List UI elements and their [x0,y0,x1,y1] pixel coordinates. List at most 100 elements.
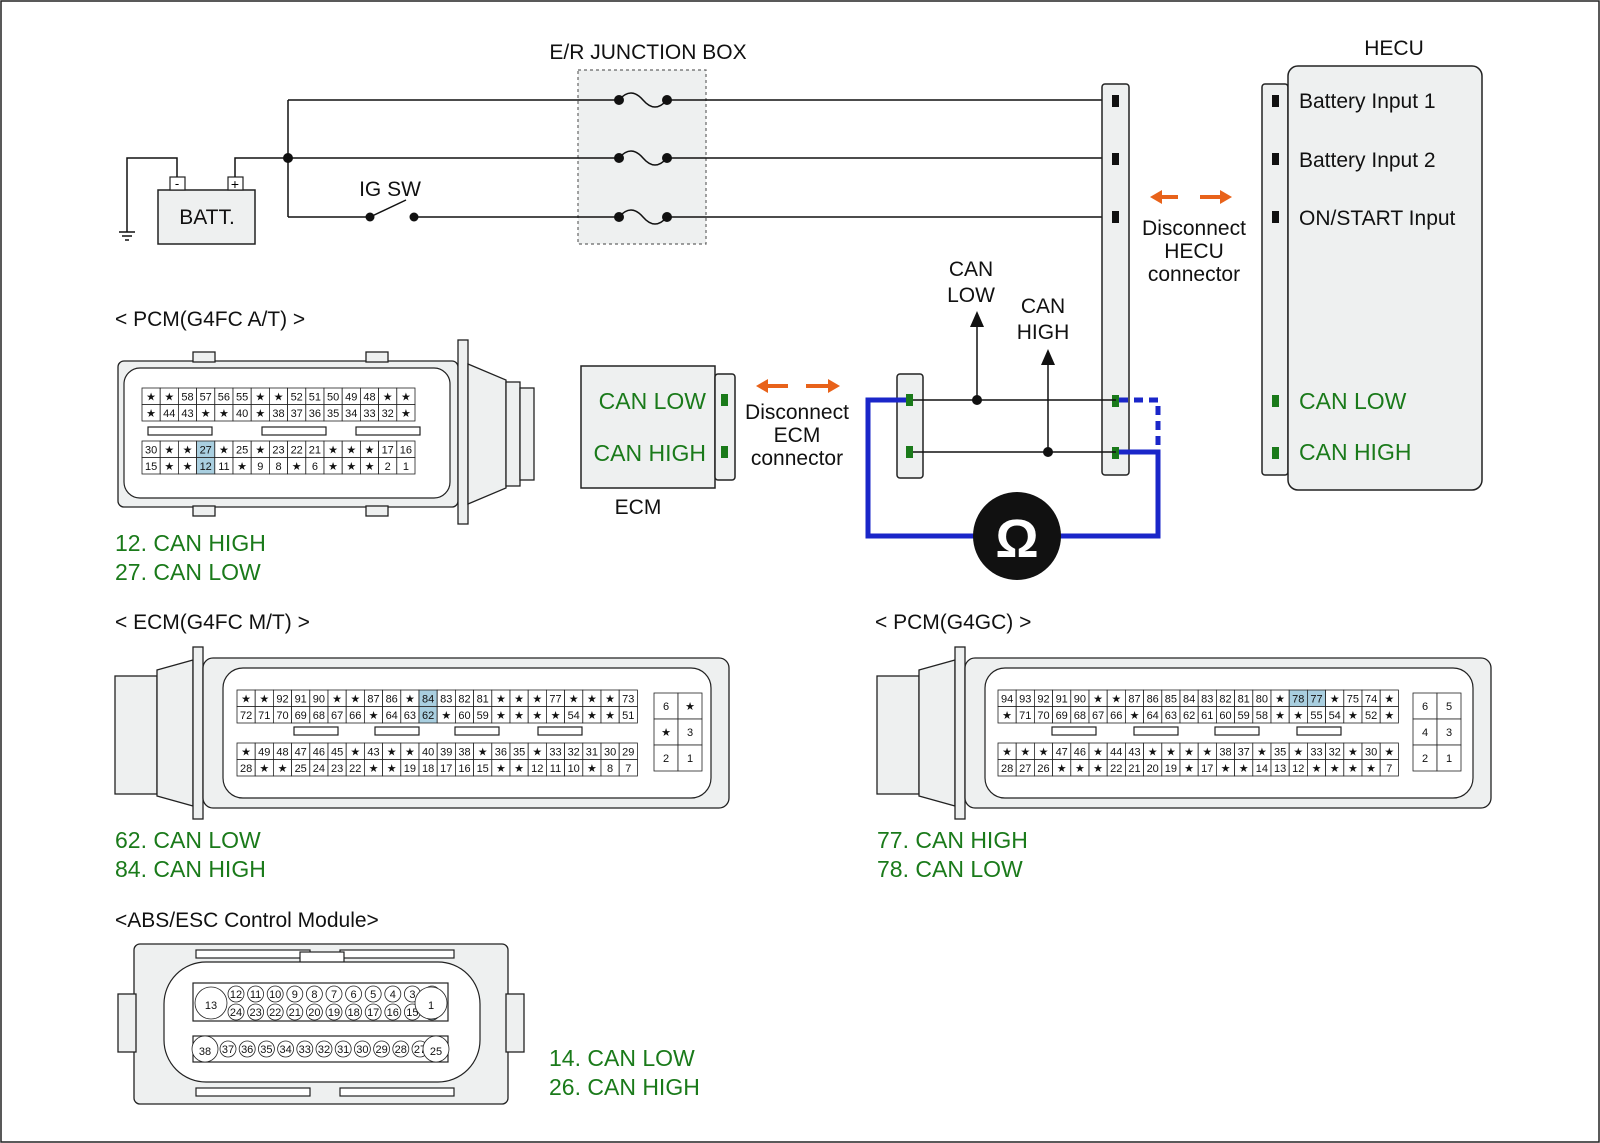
pcm-g4fc-at-pin-label: ★ [401,391,411,403]
ecm-g4fc-mt-pin-label: 36 [495,746,507,758]
ignition-switch [365,199,419,222]
abs-esc-pin [296,1040,314,1058]
pcm-g4gc-pin-label: ★ [1184,746,1194,758]
ecm-g4fc-mt-pin-label: 17 [440,763,452,775]
pcm-g4gc-pin-label: ★ [1057,763,1067,775]
pcm-g4fc-at-pin-label: 23 [272,444,284,456]
pcm-g4gc-side-pin-cell [1412,692,1438,720]
hecu-pin-battery-1: Battery Input 1 [1299,90,1436,113]
abs-esc-pin-label: 21 [289,1007,301,1019]
pcm-g4gc-pin-label: 38 [1219,746,1231,758]
ecm-g4fc-mt-pin-label: ★ [587,763,597,775]
ecm-g4fc-mt-pin-label: 49 [258,746,270,758]
pcm-g4gc-connector [876,646,1492,820]
pcm-g4gc-pin-label: 84 [1183,693,1195,705]
ecm-g4fc-mt-pin-label: 46 [313,746,325,758]
ecm-g4fc-mt-pin-label: ★ [387,746,397,758]
hecu-connector [1261,83,1289,476]
pcm-g4fc-at-pin-label: 35 [327,408,339,420]
pcm-g4gc-pin-label: 61 [1201,710,1213,722]
pcm-g4gc-side-pin-cell [1436,692,1462,720]
ecm-g4fc-mt-pin-label: ★ [241,746,251,758]
abs-esc-pin-label: 6 [351,989,357,1001]
battery [157,189,256,245]
ecm-g4fc-mt-pin-label: ★ [496,693,506,705]
ecm-g4fc-mt-pin-label: 10 [568,763,580,775]
ground-icon [119,157,178,241]
pcm-g4gc-pin-label: 68 [1074,710,1086,722]
ecm-g4fc-mt-pin-label: 29 [622,746,634,758]
disconnect-ecm-line1: Disconnect [745,401,849,424]
ecm-g4fc-mt-pin-label: ★ [532,693,542,705]
abs-esc-pin [277,1040,295,1058]
ecm-g4fc-mt-pin-label: 69 [295,710,307,722]
abs-esc-pin-label: 34 [279,1044,291,1056]
ecm-g4fc-mt-pin-label: ★ [350,693,360,705]
abs-esc-pin-label: 28 [395,1044,407,1056]
pcm-g4fc-at-pin-label: 43 [181,408,193,420]
disconnect-hecu-arrow-icon [1150,190,1232,204]
pcm-g4fc-at-pin-label: 22 [291,444,303,456]
ecm-g4fc-mt-pin-label: 8 [607,763,613,775]
ecm-g4fc-mt-pin-label: 68 [313,710,325,722]
pcm-g4fc-at-connector [117,339,535,525]
can-high-probe-arrow-icon [1041,349,1055,365]
pcm-g4gc-pin-label: 33 [1310,746,1322,758]
pcm-g4gc-pin-label: 92 [1037,693,1049,705]
ecm-g4fc-mt-pin-label: 32 [568,746,580,758]
pcm-g4gc-side-pin-cell [1436,744,1462,772]
battery-positive-sign: + [231,176,239,192]
ecm-g4fc-mt-connector [114,646,730,820]
abs-esc-pin-label: 8 [311,989,317,1001]
abs-esc-pin [247,985,265,1003]
abs-esc-pin [238,1040,256,1058]
pcm-g4gc-pin-label: ★ [1148,746,1158,758]
abs-esc-large-pin-label: 38 [199,1046,211,1058]
ecm-g4fc-mt-side-pin-label: 1 [687,753,693,765]
pcm-g4fc-at-pin-label: ★ [255,391,265,403]
pcm-g4fc-at-pin-label: ★ [255,408,265,420]
ecm-g4fc-mt-pin-label: ★ [369,710,379,722]
pcm-g4gc-pin-label: ★ [1221,763,1231,775]
ecm-g4fc-mt-pin-label: 81 [477,693,489,705]
pcm-g4gc-side-pin-label: 3 [1446,727,1452,739]
abs-esc-pin [286,1003,304,1021]
pcm-g4gc-pin-label: 20 [1147,763,1159,775]
ecm-g4fc-mt-pin-label: 31 [586,746,598,758]
abs-esc-pin-label: 10 [269,989,281,1001]
ecm-g4fc-mt-pin-label: 33 [549,746,561,758]
ecm-g4fc-mt-pin-label: 71 [258,710,270,722]
pcm-g4gc-note-2: 78. CAN LOW [877,856,1023,882]
pcm-g4gc-pin-label: ★ [1330,693,1340,705]
ecm-g4fc-mt-pin-label: 84 [422,693,434,705]
ecm-g4fc-mt-pin-label: 87 [367,693,379,705]
pcm-g4fc-at-pin-label: 30 [145,444,157,456]
ecm-g4fc-mt-pin-label: 64 [386,710,398,722]
ecm-g4fc-mt-side-pin-cell [677,744,703,772]
pcm-g4fc-at-pin-label: ★ [146,408,156,420]
ecm-g4fc-mt-pin-label: 25 [295,763,307,775]
ecm-module [580,365,716,489]
abs-esc-pin-label: 20 [308,1007,320,1019]
pcm-g4fc-at-pin-label: 33 [363,408,375,420]
pcm-g4gc-pin-label: 62 [1183,710,1195,722]
pcm-g4gc-pin-label: 47 [1056,746,1068,758]
pcm-g4gc-side-pin-label: 5 [1446,701,1452,713]
pcm-g4gc-pin-label: 86 [1147,693,1159,705]
ecm-g4fc-mt-pin-label: 60 [458,710,470,722]
pcm-g4gc-pin-label: 26 [1037,763,1049,775]
abs-esc-pin [392,1040,410,1058]
ecm-g4fc-mt-side-pin-cell [653,744,679,772]
ohmmeter-icon [973,492,1061,580]
pcm-g4fc-at-pin-label: 12 [200,461,212,473]
ecm-g4fc-mt-pin-label: ★ [259,693,269,705]
can-low-probe-line2: LOW [947,284,995,307]
pcm-g4gc-pin-label: ★ [1384,693,1394,705]
pcm-g4fc-at-pin-cell [396,404,416,422]
abs-esc-pin [325,1003,343,1021]
pcm-g4fc-at-title: < PCM(G4FC A/T) > [115,308,305,331]
pcm-g4gc-side-pin-label: 6 [1422,701,1428,713]
pcm-g4gc-pin-label: ★ [1166,746,1176,758]
